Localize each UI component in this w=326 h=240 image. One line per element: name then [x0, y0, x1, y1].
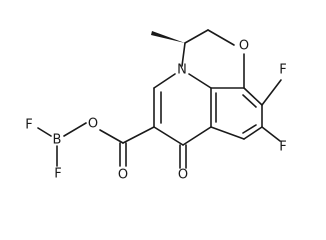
atom-label-f-b-bottom: F — [54, 167, 61, 182]
bond-c8-c8a — [243, 126, 263, 140]
bond-c9-f — [261, 79, 282, 106]
bond-n-c3a — [188, 73, 212, 89]
bond-o-b — [63, 122, 87, 137]
bond-n-c5 — [153, 73, 176, 89]
bond-c8a-c7a — [210, 126, 245, 140]
bond-c2-o — [207, 29, 235, 46]
atom-label-f-lower: F — [279, 140, 286, 155]
molecular-structure: N O F F O B F F O O — [25, 29, 287, 183]
bond-c9a-c9 — [243, 87, 263, 106]
bond-c7-c7a — [182, 126, 212, 146]
atom-label-o-carbonyl: O — [118, 168, 128, 183]
atom-label-f-upper: F — [279, 63, 286, 78]
bond-c3-n — [181, 42, 186, 67]
bond-b-f-left — [37, 127, 52, 137]
atom-labels: N O F F O B F F O O — [25, 39, 286, 183]
atom-label-f-b-left: F — [25, 118, 32, 133]
atom-label-b: B — [53, 133, 62, 148]
bond-c6-c7 — [153, 126, 184, 146]
bond-c8-c8a-inner — [242, 124, 257, 134]
atom-label-n: N — [177, 63, 187, 78]
atom-label-o-ester: O — [88, 117, 98, 132]
bond-ccarboxyl-o-ester — [99, 129, 124, 144]
bond-c8-f — [261, 126, 281, 142]
methyl-wedge-bond — [151, 31, 185, 43]
bond-c3-c2 — [184, 29, 209, 44]
atom-label-o-ring: O — [239, 39, 249, 54]
atom-label-o-ketone: O — [178, 168, 188, 183]
bonds — [37, 29, 282, 169]
bond-c6-ccarboxyl — [122, 126, 155, 144]
bond-c9a-c9-inner — [242, 94, 257, 108]
